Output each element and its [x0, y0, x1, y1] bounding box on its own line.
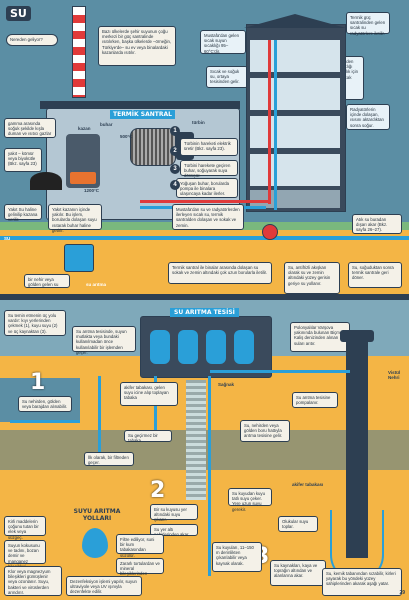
tank-2 — [178, 330, 198, 364]
right-river-note: Su, nehirden veya gölden boru hattıyla a… — [240, 420, 290, 442]
cold-pipe-riser — [274, 40, 277, 210]
ground-note: Olukular suyu toplar. — [278, 516, 318, 532]
steam-label: buhar — [100, 122, 113, 127]
coal-pile — [30, 172, 62, 190]
right-horizontal-pipe — [210, 370, 350, 373]
well-pipe — [98, 376, 101, 456]
aquifer-label: akifer tabakası — [292, 482, 324, 487]
sewer-note: Termik santral ile binalar arasında dola… — [168, 262, 272, 284]
water-main-pipe — [0, 236, 409, 240]
boiler-label: kazan — [78, 126, 91, 131]
right-note-1: Su, antifrizli akışkan olarak su ve zemi… — [284, 262, 340, 294]
step-4: 4 — [170, 180, 180, 190]
temp-1200: 1200°C — [84, 188, 100, 193]
page-number: 29 — [399, 590, 405, 596]
intake-pipe — [10, 420, 80, 423]
coal-note: yakıt – kömür veya biyokütle (Bkz. sayfa… — [4, 148, 42, 172]
n3-text: Su kaynakları, kaya ve toprağın altından… — [270, 560, 326, 586]
method-1: Kirli maddelerin çoğunu tutan bir elek v… — [4, 516, 46, 540]
su-left-label: SU — [4, 236, 11, 241]
tree-note: Su, kemik tabanından sızabilir, kirleri … — [322, 568, 402, 596]
apartment-roof — [244, 14, 346, 28]
plant-note: Su arıtma tesisinde, suyun mutlakta veya… — [72, 326, 136, 355]
filter-tank — [64, 244, 94, 272]
tank-3 — [206, 330, 226, 364]
method-3: Klor veya magnezyum bileşikleri gümüşlen… — [4, 566, 62, 596]
divider-band — [0, 294, 409, 300]
hot-pipe-riser — [268, 40, 271, 204]
water-treatment-arrow-label: su arıtma — [86, 282, 107, 287]
apartment-floor-1 — [250, 40, 340, 72]
method-6: Dezenfeksiyon işlemi yapılır, suyun ultr… — [66, 576, 142, 596]
building-note-1: Termik güç santralinden gelen sıcak su r… — [346, 12, 390, 36]
river-note: Yakıt Su haline gelinilip kazana verilir… — [4, 204, 42, 222]
mid-note-4: Su yer altı nehirlerinden akar. — [150, 524, 198, 537]
tap-note: Atık su buradan dışarı akar (Bkz. sayfa … — [352, 214, 402, 234]
plant-down-pipe-1 — [154, 376, 157, 436]
bottom-left-note: Mustafa'dan su ve radyatörlerden ilerley… — [172, 204, 244, 230]
plant-label: TERMİK SANTRAL — [110, 110, 175, 119]
valve-icon — [262, 224, 278, 240]
fire — [70, 172, 96, 184]
bridge-label: Vistül Nehri — [388, 370, 401, 380]
fisherman-note: Su temin etmenin üç yolu vardır: kıyı ye… — [4, 310, 66, 336]
cold-water-note: Sıcak ve soğuk su, ortaya tesisinden gel… — [206, 66, 248, 88]
building-note-2: Radyatörlerin içinde dolaşan, ısısını ak… — [346, 104, 390, 130]
chimney-note: Bazı ülkelerde şehir suyunun çoğu merkez… — [98, 26, 176, 66]
right-note-2: Su, soğuduktan sonra termik santrale ger… — [348, 262, 402, 288]
where-question: Nereden geliyor? — [6, 34, 58, 46]
b4-note: Yoğuşan buhar, borularda pompa ile binal… — [176, 178, 238, 198]
plant-roof — [40, 101, 240, 109]
temp-500: 500°C — [120, 134, 133, 139]
hot-water-note: Mustafa'dan gelen sıcak suyun sıcaklığı … — [200, 30, 246, 54]
apartment-floor-3 — [250, 116, 340, 148]
method-2: Suyun kokusunu ve tadını, bozan demir ve… — [4, 540, 46, 574]
method-5: Zararlı tortulardan ve mineral bileşikle… — [116, 558, 164, 582]
water-drop-icon — [82, 528, 108, 558]
hot-pipe-horizontal — [140, 200, 270, 203]
chimney — [72, 6, 86, 98]
apartment-basement — [250, 190, 340, 208]
page-title: SU — [6, 6, 31, 21]
water-source-note: bir nehir veya gölden gelen su — [24, 274, 70, 288]
treatment-plant-title: SU ARITMA TESİSİ — [170, 308, 239, 317]
turbine-label: türbin — [192, 120, 205, 125]
step-3: 3 — [170, 164, 180, 174]
methods-title: SUYU ARITMA YOLLARI — [73, 508, 121, 522]
apartment-floor-2 — [250, 78, 340, 110]
mid-note-3: Bir su kuyusu yer altındaki suyu çıkarır… — [150, 504, 198, 522]
method-number-1: 1 — [30, 370, 46, 395]
mid-note-2: İlk olarak, bir filtreden geçer. — [84, 452, 134, 466]
method-4: Filtre ediliyor, suni bir kum tabakasınd… — [116, 534, 164, 558]
method-number-2: 2 — [150, 478, 166, 503]
step-1: 1 — [170, 126, 180, 136]
turbine — [130, 128, 176, 166]
tank-4 — [234, 330, 254, 364]
apartment-floor-4 — [250, 154, 340, 186]
right-pump-note: Su arıtma tesisine pompalanır. — [292, 392, 338, 408]
b3-note: Türbinin hareketi elektrik üretir (Bkz. … — [180, 138, 238, 156]
drill-note: Su kuyuları, 11–150 m derinlikten çıkarı… — [212, 542, 262, 572]
step-2: 2 — [170, 146, 180, 156]
tank-1 — [150, 330, 170, 364]
water-tower-top — [340, 330, 374, 342]
water-note: Yakıt kazanın içinde yakılır. Bu işlem, … — [48, 204, 102, 233]
gamma-note: gamma arasında soğuk şekilde kışla duman… — [4, 118, 56, 138]
water-tower — [346, 338, 368, 558]
mid-note-1: Su geçirmez bir tabaka — [124, 430, 172, 443]
b2-note: Türbini harekete geçiren buhar, soğuyara… — [180, 160, 238, 178]
pump-note: akifer tabakası, gelen suyu icine alıp t… — [120, 382, 178, 406]
plant-down-pipe-2 — [208, 376, 211, 576]
n2-text: Su kuyudan kuyu tatlı suyu çeker. Yere u… — [228, 488, 272, 512]
well-shaft — [186, 380, 206, 500]
n1-text: Su nehirden, gölden veya barajdan alınab… — [18, 396, 72, 412]
pump-label: Sağnak — [218, 382, 235, 387]
